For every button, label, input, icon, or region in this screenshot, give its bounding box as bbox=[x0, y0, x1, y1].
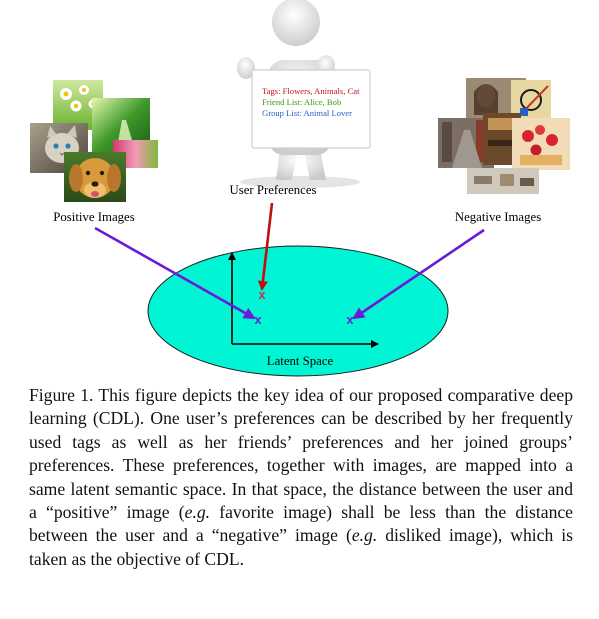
user-arrow bbox=[257, 202, 274, 291]
positive-arrow bbox=[94, 226, 256, 320]
board-line-groups: Group List: Animal Lover bbox=[262, 108, 352, 118]
user-point-marker: x bbox=[258, 287, 266, 302]
golden-retriever bbox=[69, 158, 121, 198]
negative-images-label: Negative Images bbox=[455, 210, 541, 224]
caption-text-1: This figure depicts the key idea of our … bbox=[29, 385, 573, 523]
user-figure: Tags: Flowers, Animals, Cat Friend List:… bbox=[237, 0, 371, 188]
user-shadow bbox=[240, 176, 360, 188]
board-line-tags: Tags: Flowers, Animals, Cat bbox=[262, 86, 360, 96]
board-line-friends: Friend List: Alice, Bob bbox=[262, 97, 341, 107]
caption-eg-1: e.g. bbox=[184, 502, 211, 523]
figure-caption: Figure 1. This figure depicts the key id… bbox=[29, 384, 573, 571]
caption-text-3: disliked image), which is taken as the o… bbox=[29, 525, 573, 569]
figure-number: Figure 1. bbox=[29, 385, 94, 405]
user-legs bbox=[276, 150, 326, 180]
user-hand-left bbox=[237, 57, 255, 79]
positive-images-label: Positive Images bbox=[53, 210, 134, 224]
preferences-board bbox=[251, 69, 371, 149]
caption-text-2: favorite image) shall be less than the d… bbox=[29, 502, 573, 546]
user-head bbox=[272, 0, 320, 46]
caption-eg-2: e.g. bbox=[351, 525, 378, 546]
cdl-figure: Tags: Flowers, Animals, Cat Friend List:… bbox=[30, 0, 570, 377]
positive-images-collage bbox=[30, 80, 158, 202]
latent-space-label: Latent Space bbox=[267, 354, 334, 368]
negative-arrow bbox=[352, 228, 485, 320]
negative-image-point-marker: x bbox=[346, 312, 354, 327]
negative-images-collage bbox=[438, 78, 570, 194]
user-preferences-label: User Preferences bbox=[229, 183, 316, 197]
positive-image-point-marker: x bbox=[254, 312, 262, 327]
